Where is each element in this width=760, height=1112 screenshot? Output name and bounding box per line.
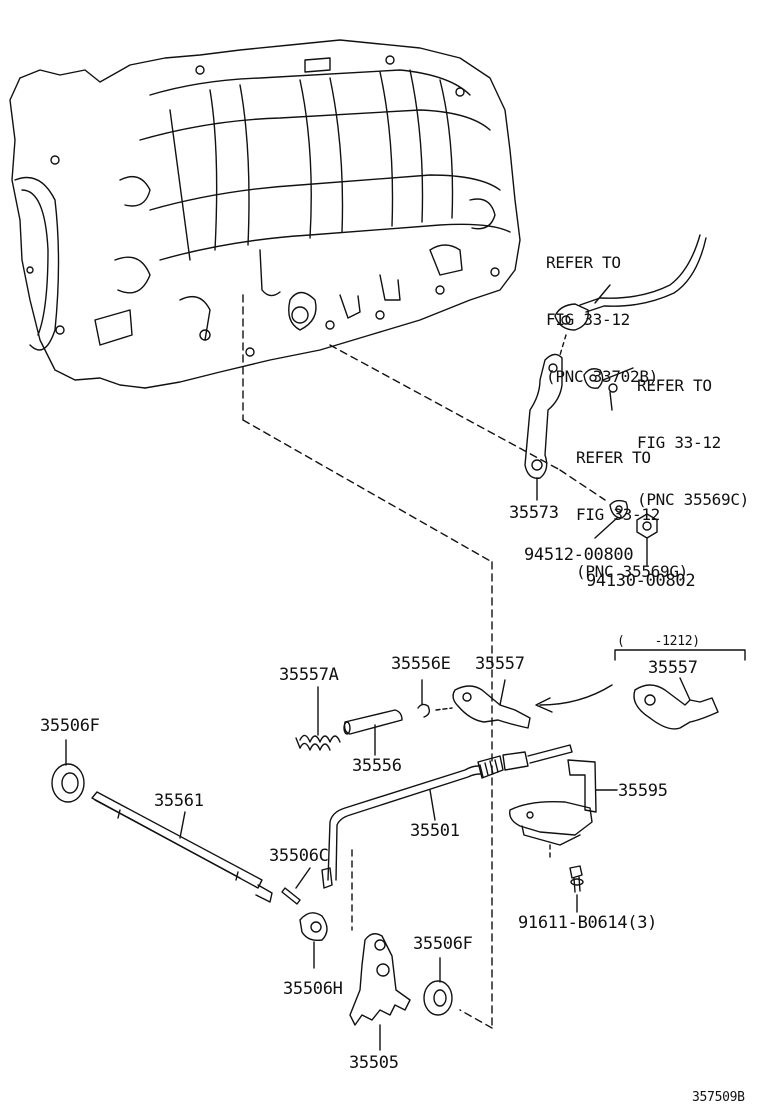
part-label-35557: 35557: [475, 654, 525, 674]
part-label-94130-00802: 94130-00802: [586, 571, 696, 591]
replacement-arrowhead: [535, 697, 553, 713]
part-label-35506F-left: 35506F: [40, 716, 100, 736]
leader-35561: [179, 811, 186, 839]
lever-35557-illustration: [452, 685, 531, 729]
part-label-35505: 35505: [349, 1053, 399, 1073]
ref-35569C-line2: FIG 33-12: [637, 433, 721, 452]
housing-dashed-leaders: [242, 294, 606, 1029]
ref-note-35569C: REFER TO FIG 33-12 (PNC 35569C): [637, 338, 749, 547]
collar-35506H-illustration: [299, 912, 328, 942]
replacement-arrow: [539, 684, 613, 706]
nut-94130-illustration: [636, 513, 658, 539]
leader-35506C: [295, 867, 311, 889]
part-label-35506F-bottom: 35506F: [413, 934, 473, 954]
leader-35557: [499, 679, 506, 706]
part-label-35556E: 35556E: [391, 654, 451, 674]
leader-35557-alt: [679, 677, 691, 701]
part-label-35557A: 35557A: [279, 665, 339, 685]
oil-seal-35506F-left-illustration: [51, 763, 85, 803]
ref-note-35569G: REFER TO FIG 33-12 (PNC 35569G): [576, 410, 688, 619]
leader-35569G: [609, 391, 613, 411]
part-label-35595: 35595: [618, 781, 668, 801]
detent-plate-35505-illustration: [349, 933, 411, 1026]
date-range-label: ( -1212): [617, 634, 700, 649]
bolt-91611-illustration: [569, 865, 584, 893]
leader-35569C: [602, 367, 634, 381]
cable-dash: [559, 334, 567, 356]
part-label-35557-alt: 35557: [648, 658, 698, 678]
nut-35569C-illustration: [583, 368, 604, 389]
part-label-35506C: 35506C: [269, 846, 329, 866]
clip-35556E-illustration: [417, 703, 431, 718]
ref-35569G-line3: (PNC 35569G): [576, 562, 688, 581]
diagram-id: 357509B: [692, 1090, 745, 1105]
date-range-bracket: [614, 649, 746, 661]
shift-cable-illustration: [554, 234, 707, 331]
transmission-housing-illustration: [9, 39, 521, 389]
ref-note-33702B: REFER TO FIG 33-12 (PNC 33702B): [546, 215, 658, 424]
pin-35556-illustration: [343, 709, 403, 735]
ref-33702B-line2: FIG 33-12: [546, 310, 630, 329]
part-label-35573: 35573: [509, 503, 559, 523]
ref-33702B-line3: (PNC 33702B): [546, 367, 658, 386]
part-label-35561: 35561: [154, 791, 204, 811]
shaft-35561-illustration: [91, 791, 273, 903]
ref-35569C-line1: REFER TO: [637, 376, 712, 395]
washer-35569G-illustration: [608, 383, 618, 393]
ref-35569C-line3: (PNC 35569C): [637, 490, 749, 509]
bracket-35595-illustration: [509, 759, 597, 846]
lever-35573-illustration: [524, 353, 563, 479]
part-label-35501: 35501: [410, 821, 460, 841]
pin-35506C-illustration: [281, 887, 301, 905]
part-label-91611-B0614: 91611-B0614(3): [518, 913, 658, 933]
leader-35501: [429, 789, 436, 821]
ref-33702B-line1: REFER TO: [546, 253, 621, 272]
leader-94512: [594, 517, 618, 539]
spring-35557A-illustration: [295, 734, 341, 751]
part-label-35556: 35556: [352, 756, 402, 776]
oil-seal-35506F-bottom-illustration: [423, 980, 453, 1016]
clip-dash: [435, 707, 453, 711]
part-label-35506H: 35506H: [283, 979, 343, 999]
nut-94512-illustration: [609, 499, 629, 519]
control-rod-35501-illustration: [321, 744, 573, 889]
leader-33702B: [594, 284, 611, 304]
ref-35569G-line1: REFER TO: [576, 448, 651, 467]
lever-35557-alt-illustration: [633, 684, 719, 730]
ref-35569G-line2: FIG 33-12: [576, 505, 660, 524]
part-label-94512-00800: 94512-00800: [524, 545, 634, 565]
